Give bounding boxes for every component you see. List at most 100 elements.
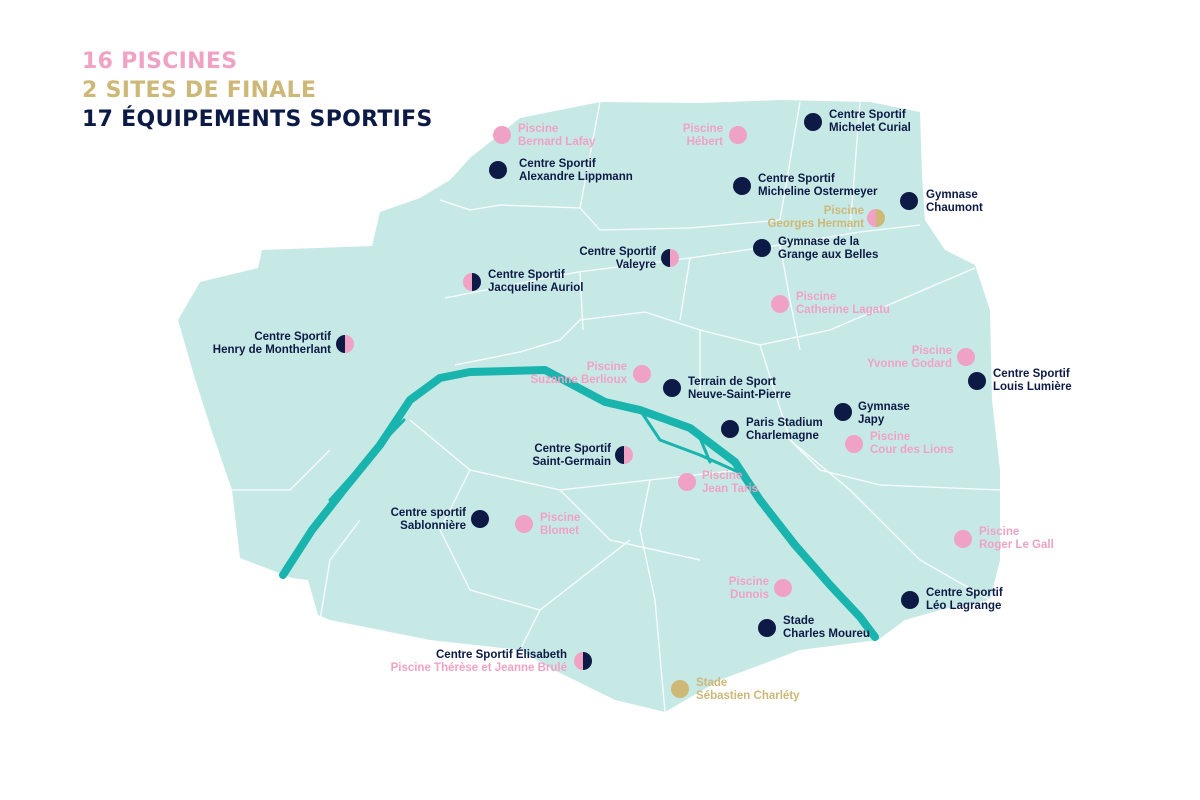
label-line: Piscine Thérèse et Jeanne Brulé [390, 662, 567, 674]
facility-charles-moureu-label: Stade Charles Moureu [783, 615, 870, 641]
pool-bernard-lafay-label: Piscine Bernard Lafay [518, 123, 595, 149]
label-line: Louis Lumière [993, 381, 1072, 393]
pool-yvonne-godard-marker[interactable] [957, 348, 975, 366]
facility-michelet-curial-marker[interactable] [804, 113, 822, 131]
label-line: Catherine Lagatu [796, 304, 890, 316]
pool-cour-des-lions-marker[interactable] [845, 435, 863, 453]
label-line: Sablonnière [400, 520, 466, 532]
label-line: Centre Sportif [758, 173, 835, 185]
label-line: Michelet Curial [829, 122, 911, 134]
label-line: Hébert [686, 136, 723, 148]
label-line: Grange aux Belles [778, 249, 879, 261]
pool-roger-le-gall-label: Piscine Roger Le Gall [979, 526, 1054, 552]
label-line: Piscine [728, 576, 769, 588]
label-line: Valeyre [615, 259, 656, 271]
label-line: Roger Le Gall [979, 539, 1054, 551]
label-line: Georges Hermant [767, 218, 864, 230]
facility-leo-lagrange-marker[interactable] [901, 591, 919, 609]
label-line: Piscine [682, 123, 723, 135]
facility-charles-moureu-marker[interactable] [758, 619, 776, 637]
label-line: Terrain de Sport [688, 376, 776, 388]
facility-gymnase-chaumont-label: Gymnase Chaumont [926, 189, 983, 215]
label-line: Piscine [702, 470, 743, 482]
label-line: Centre Sportif [534, 443, 611, 455]
headline-facilities-count: 17 ÉQUIPEMENTS SPORTIFS [82, 107, 433, 132]
label-line: Gymnase de la [778, 236, 860, 248]
label-line: Saint-Germain [532, 456, 611, 468]
facility-micheline-ostermeyer-marker[interactable] [733, 177, 751, 195]
facility-grange-aux-belles-marker[interactable] [753, 239, 771, 257]
label-line: Piscine [796, 291, 837, 303]
facility-neuve-saint-pierre-marker[interactable] [663, 379, 681, 397]
label-line: Cour des Lions [870, 444, 954, 456]
label-line: Jean Taris [702, 483, 759, 495]
pool-catherine-lagatu-marker[interactable] [771, 295, 789, 313]
final-site-charlety-label: Stade Sébastien Charléty [696, 677, 800, 703]
label-line: Centre Sportif [993, 368, 1070, 380]
pool-suzanne-berlioux-label: Piscine Suzanne Berlioux [531, 361, 628, 387]
facility-sablonniere-marker[interactable] [471, 510, 489, 528]
label-line: Charles Moureu [783, 628, 870, 640]
pool-bernard-lafay-marker[interactable] [493, 126, 511, 144]
label-line: Alexandre Lippmann [519, 171, 633, 183]
label-line: Centre Sportif [488, 269, 565, 281]
final-site-charlety-marker[interactable] [671, 680, 689, 698]
pool-suzanne-berlioux-marker[interactable] [633, 365, 651, 383]
pool-georges-hermant-label: Piscine Georges Hermant [767, 205, 864, 231]
pool-yvonne-godard-label: Piscine Yvonne Godard [867, 345, 952, 371]
headline-pools-count: 16 PISCINES [82, 49, 238, 74]
pool-blomet-marker[interactable] [515, 515, 533, 533]
label-line: Piscine [540, 512, 581, 524]
label-line: Centre Sportif [829, 109, 906, 121]
facility-neuve-saint-pierre-label: Terrain de Sport Neuve-Saint-Pierre [688, 376, 791, 402]
pool-hebert-label: Piscine Hébert [683, 123, 723, 149]
pool-dunois-label: Piscine Dunois [729, 576, 769, 602]
label-line: Piscine [911, 345, 952, 357]
pool-georges-hermant-marker[interactable] [867, 209, 885, 227]
label-line: Chaumont [926, 202, 983, 214]
pool-roger-le-gall-marker[interactable] [954, 530, 972, 548]
label-line: Gymnase [926, 189, 978, 201]
facility-jacqueline-auriol-marker[interactable] [463, 273, 481, 291]
facility-elisabeth-label: Centre Sportif Élisabeth Piscine Thérèse… [391, 649, 567, 675]
facility-gymnase-chaumont-marker[interactable] [900, 192, 918, 210]
arrondissement-boundaries [230, 101, 1001, 713]
label-line: Centre Sportif [519, 158, 596, 170]
facility-valeyre-marker[interactable] [661, 249, 679, 267]
facility-paris-stadium-label: Paris Stadium Charlemagne [746, 417, 823, 443]
facility-alexandre-lippmann-marker[interactable] [489, 161, 507, 179]
label-line: Sébastien Charléty [696, 690, 800, 702]
label-line: Stade [783, 615, 815, 627]
facility-saint-germain-marker[interactable] [615, 446, 633, 464]
facility-paris-stadium-marker[interactable] [721, 420, 739, 438]
pool-dunois-marker[interactable] [774, 579, 792, 597]
pool-hebert-marker[interactable] [729, 126, 747, 144]
label-line: Piscine [518, 123, 559, 135]
label-line: Stade [696, 677, 728, 689]
label-line: Suzanne Berlioux [530, 374, 628, 386]
facility-gymnase-japy-marker[interactable] [834, 403, 852, 421]
headline-finals-count: 2 SITES DE FINALE [82, 78, 317, 103]
facility-elisabeth-marker[interactable] [574, 652, 592, 670]
facility-jacqueline-auriol-label: Centre Sportif Jacqueline Auriol [488, 269, 583, 295]
facility-louis-lumiere-label: Centre Sportif Louis Lumière [993, 368, 1072, 394]
label-line: Centre Sportif [579, 246, 656, 258]
facility-montherlant-label: Centre Sportif Henry de Montherlant [213, 331, 331, 357]
pool-jean-taris-label: Piscine Jean Taris [702, 470, 758, 496]
pool-jean-taris-marker[interactable] [678, 473, 696, 491]
facility-saint-germain-label: Centre Sportif Saint-Germain [532, 443, 611, 469]
label-line: Dunois [730, 589, 769, 601]
label-line: Charlemagne [746, 430, 819, 442]
label-line: Centre sportif [390, 507, 466, 519]
label-line: Centre Sportif [254, 331, 331, 343]
label-line: Piscine [979, 526, 1020, 538]
label-line: Micheline Ostermeyer [758, 186, 878, 198]
label-line: Léo Lagrange [926, 600, 1002, 612]
facility-micheline-ostermeyer-label: Centre Sportif Micheline Ostermeyer [758, 173, 878, 199]
facility-montherlant-marker[interactable] [336, 335, 354, 353]
facility-valeyre-label: Centre Sportif Valeyre [579, 246, 656, 272]
facility-sablonniere-label: Centre sportif Sablonnière [391, 507, 466, 533]
facility-louis-lumiere-marker[interactable] [968, 372, 986, 390]
seine-river [279, 366, 879, 641]
